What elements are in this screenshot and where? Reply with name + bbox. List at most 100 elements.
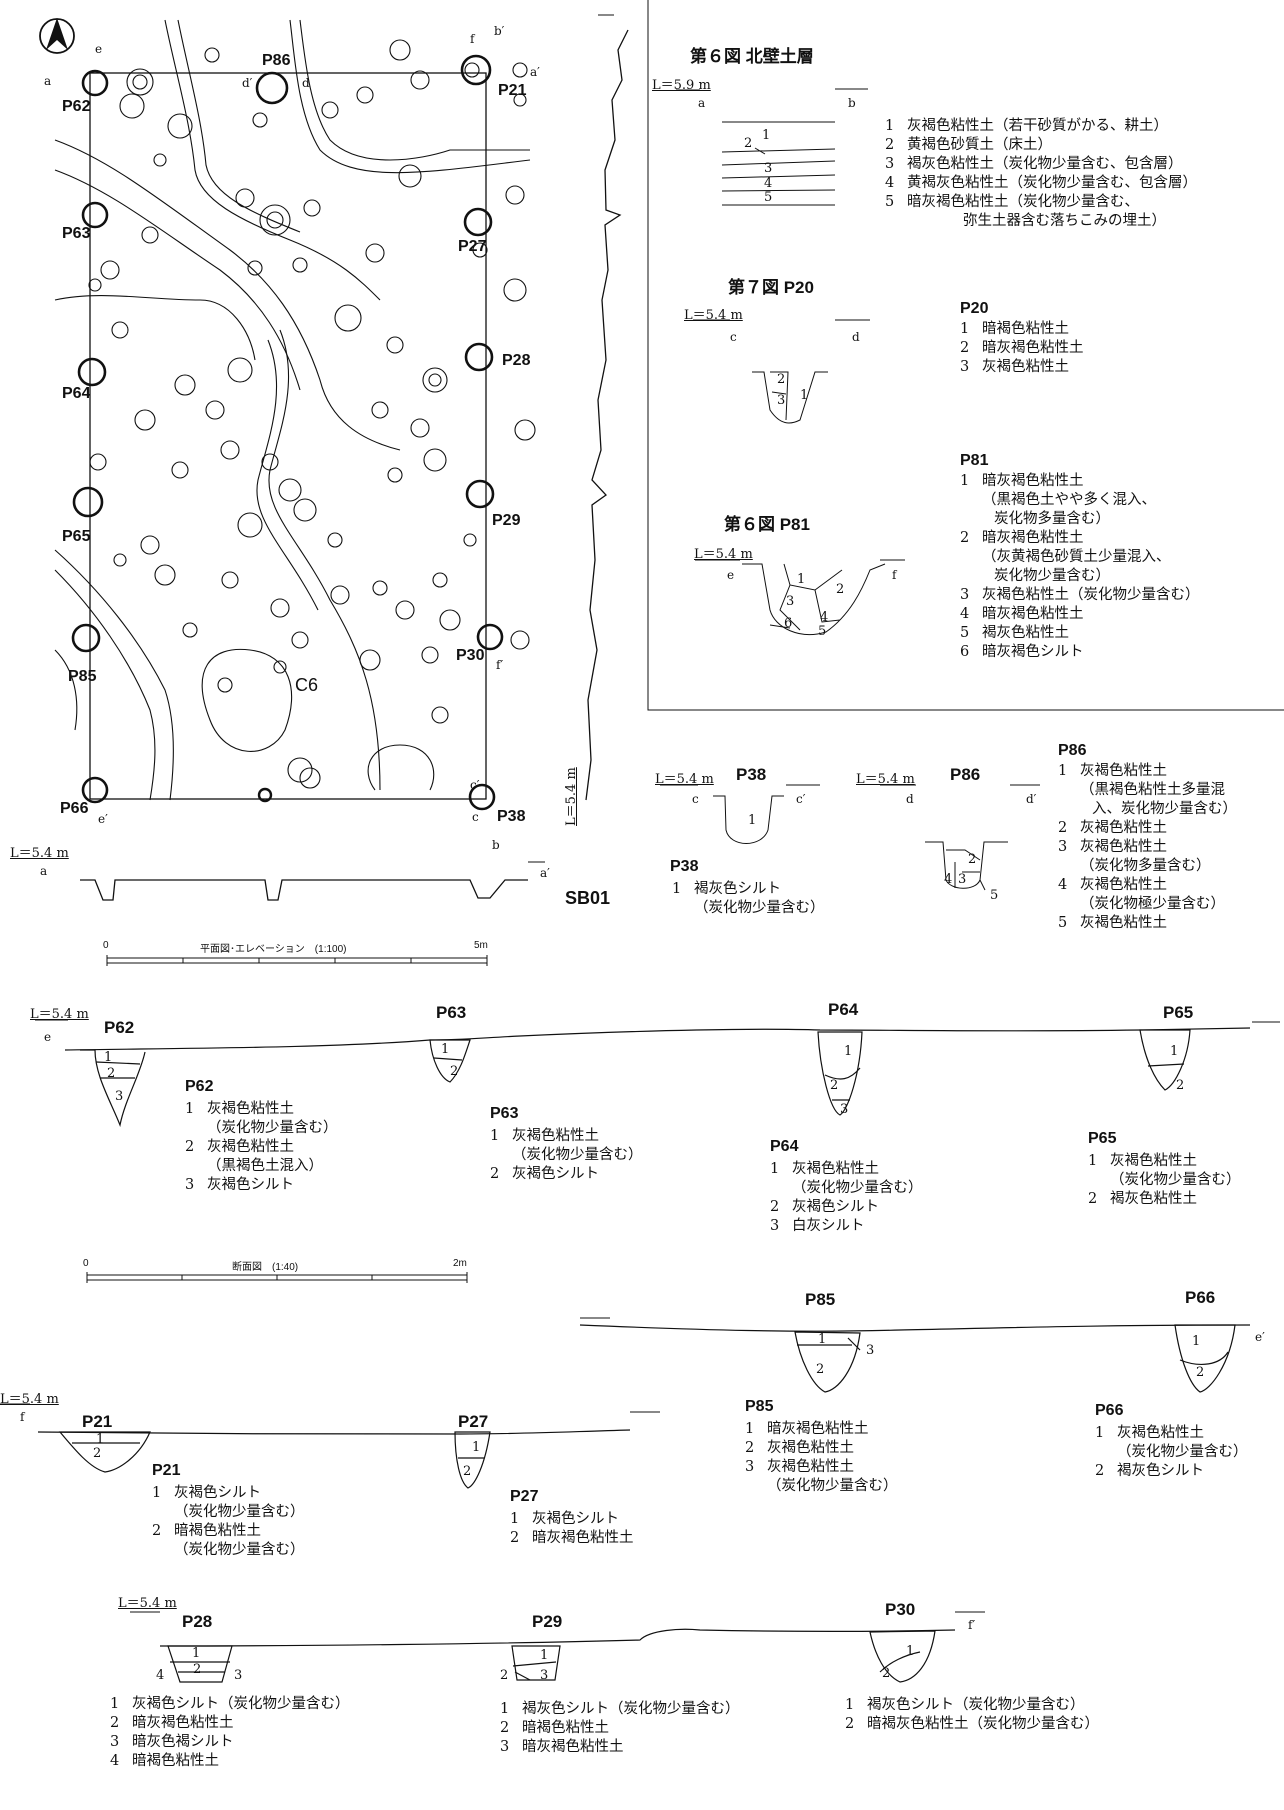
point-label-d: d [302, 76, 310, 90]
p86-level: L＝5.4 m [856, 772, 915, 787]
p20-section [693, 319, 870, 424]
p20-end-d: d [852, 330, 860, 344]
legend-item-cont: （炭化物多量含む） [1080, 858, 1211, 874]
legend-item-cont: （黒褐色粘性土多量混 [1080, 782, 1225, 798]
legend-item-cont: 入、炭化物少量含む） [1092, 801, 1237, 817]
p20-level: L＝5.4 m [684, 308, 743, 323]
p29-section-title: P29 [532, 1612, 563, 1631]
legend-item-cont: （炭化物極少量含む） [1080, 896, 1225, 912]
point-label-c-prime: c′ [470, 778, 480, 792]
section-row-1 [35, 1019, 1280, 1128]
point-label-e: e [95, 42, 103, 56]
row1-level: L＝5.4 m [30, 1007, 89, 1022]
map-label-p85: P85 [68, 668, 97, 685]
p63-legend-title: P63 [490, 1105, 519, 1122]
channel-lines [54, 19, 531, 801]
map-label-p21: P21 [498, 82, 527, 99]
p38-level: L＝5.4 m [655, 772, 714, 787]
p21-section-title: P21 [82, 1412, 113, 1431]
p86-end-d: d [906, 792, 914, 806]
north-wall-end-a: a [698, 96, 706, 110]
p85-section-title: P85 [805, 1290, 836, 1309]
legend-item-cont: 弥生土器含む落ちこみの埋土） [963, 213, 1166, 229]
legend-item-cont: （炭化物少量含む） [174, 1504, 305, 1520]
row1-start-e: e [44, 1030, 52, 1044]
point-label-b-prime: b′ [494, 24, 505, 38]
point-label-f-prime: f′ [496, 658, 504, 672]
legend-item-cont: 炭化物多量含む） [994, 511, 1110, 527]
legend-item-cont: （炭化物少量含む） [1110, 1172, 1241, 1188]
north-arrow-icon [39, 18, 75, 54]
map-label-p62: P62 [62, 98, 91, 115]
p81-section [695, 559, 905, 636]
p81-level: L＝5.4 m [694, 547, 753, 562]
map-label-p29: P29 [492, 512, 521, 529]
p65-section-title: P65 [1163, 1003, 1194, 1022]
p27-section-title: P27 [458, 1412, 489, 1431]
p66-section-title: P66 [1185, 1288, 1216, 1307]
p20-end-c: c [730, 330, 737, 344]
pit-features [71, 39, 536, 811]
elevation-start-a: a [40, 864, 48, 878]
section-scale-title: 断面図 (1:40) [232, 1262, 299, 1273]
row3-level: L＝5.4 m [0, 1392, 59, 1407]
p81-figure-title: 第６図 P81 [724, 515, 810, 534]
point-label-c: c [472, 810, 479, 824]
map-label-p38: P38 [497, 808, 526, 825]
map-label-p30: P30 [456, 647, 485, 664]
elevation-end-a-prime: a′ [540, 866, 550, 880]
row3-start-f: f [20, 1410, 25, 1424]
plan-scale-title: 平面図･エレベーション (1:100) [200, 944, 347, 955]
p38-section [660, 784, 820, 844]
p86-legend-title: P86 [1058, 742, 1087, 759]
elevation-level: L＝5.4 m [10, 846, 69, 861]
p65-legend-title: P65 [1088, 1130, 1117, 1147]
point-label-d-prime: d′ [242, 76, 253, 90]
legend-item-cont: （炭化物少量含む） [767, 1478, 898, 1494]
p38-section-title: P38 [736, 765, 767, 784]
